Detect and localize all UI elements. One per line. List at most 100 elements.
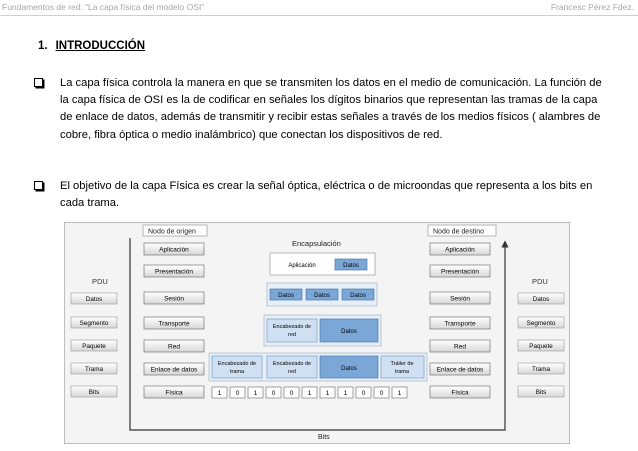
pdu-label: Trama <box>532 366 550 373</box>
pdu-box <box>517 362 565 375</box>
bit-cell <box>337 386 354 399</box>
dest-layer-label: Sesión <box>450 296 470 303</box>
encap-data-label: Datos <box>350 293 366 299</box>
encap-data-block <box>269 288 303 301</box>
section-title: INTRODUCCIÓN <box>55 40 146 52</box>
bit-cell <box>319 386 336 399</box>
origin-layers: Aplicación Presentación Sesión Transport… <box>143 242 205 399</box>
pdu-box <box>70 339 118 352</box>
bit-value: 1 <box>344 390 348 397</box>
origin-layer-label: Transporte <box>158 321 190 328</box>
origin-node-box <box>142 224 208 237</box>
dest-layer-session <box>429 291 491 305</box>
encap-data-block <box>319 355 379 379</box>
origin-layer-label: Física <box>165 390 183 397</box>
origin-layer-label: Presentación <box>155 269 193 276</box>
pdu-box <box>517 292 565 305</box>
bit-value: 0 <box>380 390 384 397</box>
encapsulation-stack: Aplicación Datos Datos Datos Datos Encab… <box>208 252 428 382</box>
encap-data-block <box>341 288 375 301</box>
header-document-title: Fundamentos de red: “La capa física del … <box>2 2 205 12</box>
dest-layer-label: Física <box>451 390 469 397</box>
origin-layer-physical <box>143 385 205 399</box>
dest-layer-label: Transporte <box>444 321 476 328</box>
dest-layer-label: Aplicación <box>445 247 475 254</box>
pdu-left: Datos Segmento Paquete Trama Bits <box>70 292 118 398</box>
header-author: Francesc Pérez Fdez. <box>550 2 634 12</box>
origin-layer-label: Enlace de datos <box>151 367 198 374</box>
bit-value: 0 <box>272 390 276 397</box>
origin-layer-presentation <box>143 264 205 278</box>
pdu-box <box>70 316 118 329</box>
dest-layer-application <box>429 242 491 256</box>
bit-value: 0 <box>236 390 240 397</box>
dest-node-box <box>427 224 497 237</box>
bits-path <box>129 418 506 431</box>
origin-layer-network <box>143 339 205 353</box>
pdu-label: Datos <box>533 296 549 303</box>
bit-value: 0 <box>362 390 366 397</box>
encap-frame-trailer <box>380 355 425 379</box>
encap-data-label: Datos <box>343 263 359 269</box>
bit-value: 1 <box>398 390 402 397</box>
encap-network-header <box>266 318 318 343</box>
dest-node-label: Nodo de destino <box>433 229 484 236</box>
pdu-box <box>517 316 565 329</box>
bit-cell <box>355 386 372 399</box>
pdu-label: Paquete <box>82 343 106 350</box>
pdu-label: Bits <box>89 389 100 396</box>
encap-data-label: Datos <box>314 293 330 299</box>
section-heading: 1. INTRODUCCIÓN <box>38 40 145 52</box>
encap-data-block <box>305 288 339 301</box>
bit-value: 0 <box>290 390 294 397</box>
origin-layer-label: Red <box>168 344 180 351</box>
pdu-box <box>517 339 565 352</box>
origin-layer-application <box>143 242 205 256</box>
bit-cell <box>247 386 264 399</box>
diagram-svg: Nodo de origen Nodo de destino PDU PDU E… <box>64 222 570 444</box>
pdu-right: Datos Segmento Paquete Trama Bits <box>517 292 565 398</box>
encap-data-label: Datos <box>278 293 294 299</box>
pdu-box <box>517 385 565 398</box>
pdu-title-right: PDU <box>532 277 548 286</box>
origin-layer-label: Aplicación <box>159 247 189 254</box>
dest-layer-label: Presentación <box>441 269 479 276</box>
origin-layer-session <box>143 291 205 305</box>
pdu-label: Trama <box>85 366 103 373</box>
section-number: 1. <box>38 40 48 52</box>
bit-cell <box>211 386 228 399</box>
origin-layer-datalink <box>143 362 205 376</box>
pdu-title-left: PDU <box>92 277 108 286</box>
pdu-label: Datos <box>86 296 102 303</box>
dest-layer-physical <box>429 385 491 399</box>
encap-app-label: Aplicación <box>288 263 315 269</box>
encap-data-label: Datos <box>341 366 357 372</box>
encapsulation-label: Encapsulación <box>292 239 341 248</box>
osi-encapsulation-diagram: Nodo de origen Nodo de destino PDU PDU E… <box>64 222 570 444</box>
checkbox-bullet-icon <box>34 181 43 190</box>
bit-value: 1 <box>254 390 258 397</box>
bits-path-label: Bits <box>318 434 330 441</box>
bit-cell <box>373 386 390 399</box>
pdu-box <box>70 385 118 398</box>
bullet-paragraph-2: El objetivo de la capa Física es crear l… <box>34 178 604 212</box>
paragraph-text: La capa física controla la manera en que… <box>60 77 602 141</box>
encap-data-label: Datos <box>341 329 357 335</box>
dest-layers: Aplicación Presentación Sesión Transport… <box>429 242 491 399</box>
dest-layer-transport <box>429 316 491 330</box>
dest-layer-datalink <box>429 362 491 376</box>
origin-layer-label: Sesión <box>164 296 184 303</box>
encap-data-block <box>334 258 368 271</box>
page-header: Fundamentos de red: “La capa física del … <box>0 0 638 16</box>
dest-layer-label: Enlace de datos <box>437 367 484 374</box>
bit-cell <box>283 386 300 399</box>
dest-layer-label: Red <box>454 344 466 351</box>
bullet-paragraph-1: La capa física controla la manera en que… <box>34 75 604 144</box>
bit-cell <box>229 386 246 399</box>
bit-value: 1 <box>308 390 312 397</box>
